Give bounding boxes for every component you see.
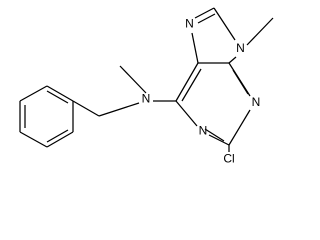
benzene-bond xyxy=(19,85,48,102)
benzene-double-bond xyxy=(46,129,69,143)
atom-n7: N xyxy=(185,17,194,31)
ch2-n-bond xyxy=(98,102,140,117)
benzene-double-bond xyxy=(46,90,69,104)
n9-methyl-bond xyxy=(246,17,274,46)
c8-n9-bond xyxy=(213,7,236,41)
c4-n3-double-bond xyxy=(232,69,249,95)
atom-n6: N xyxy=(142,92,151,106)
n7-c8-bond xyxy=(194,7,215,19)
n9-c4-bond xyxy=(228,56,237,64)
c5-n7-bond xyxy=(191,32,199,64)
c6-c5-double-bond xyxy=(181,68,202,102)
benzene-bond xyxy=(46,85,74,102)
n3-c2-bond xyxy=(228,109,251,146)
ch2-bond xyxy=(72,100,100,117)
c6-c5-bond xyxy=(175,62,199,102)
atom-n9: N xyxy=(236,41,245,55)
atom-n3: N xyxy=(252,95,261,109)
bonds xyxy=(19,7,274,152)
atom-cl: Cl xyxy=(223,152,234,166)
n1-c6-bond xyxy=(175,100,198,127)
c2-n1-bond xyxy=(208,134,230,146)
atom-n1: N xyxy=(199,124,208,138)
n-methyl-bond xyxy=(119,65,147,94)
n1-c2-double-bond xyxy=(204,128,225,142)
n7-c8-double-bond xyxy=(197,13,216,24)
structure-diagram: N N N N N Cl xyxy=(19,7,274,166)
benzene-bond xyxy=(46,131,74,148)
benzene-bond xyxy=(19,131,48,148)
molecule-drawing: N N N N N Cl xyxy=(19,7,274,166)
